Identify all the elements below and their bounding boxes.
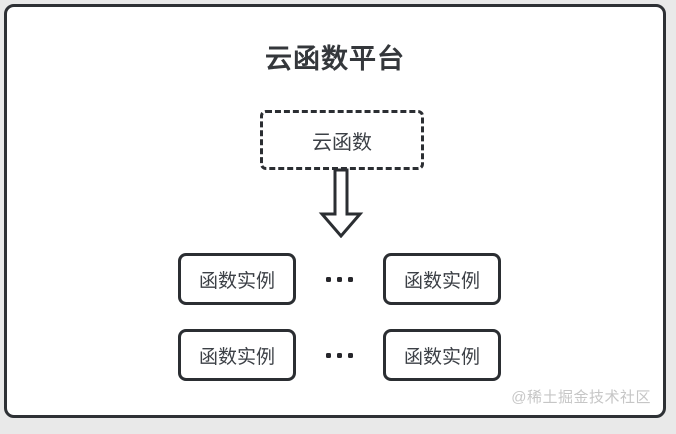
cloud-function-node: 云函数	[260, 110, 424, 170]
ellipsis-dot	[326, 276, 331, 282]
diagram-title: 云函数平台	[265, 44, 405, 74]
function-instance-node: 函数实例	[383, 329, 501, 381]
ellipsis-dots	[296, 253, 383, 305]
ellipsis-dot	[326, 352, 331, 358]
down-arrow-icon	[318, 168, 364, 238]
function-instance-label: 函数实例	[198, 270, 275, 292]
cloud-function-label: 云函数	[312, 131, 372, 154]
ellipsis-dot	[337, 276, 342, 282]
ellipsis-dot	[348, 352, 353, 358]
watermark: @稀土掘金技术社区	[511, 389, 651, 406]
ellipsis-dots	[296, 329, 383, 381]
ellipsis-dot	[348, 276, 353, 282]
function-instance-node: 函数实例	[178, 329, 296, 381]
function-instance-label: 函数实例	[403, 346, 480, 368]
function-instance-label: 函数实例	[198, 346, 275, 368]
ellipsis-dot	[337, 352, 342, 358]
function-instance-node: 函数实例	[178, 253, 296, 305]
diagram-card: 云函数平台 云函数 函数实例 函数实例 函数实例 函数实例 @稀土掘金技术社区	[4, 4, 666, 418]
function-instance-node: 函数实例	[383, 253, 501, 305]
function-instance-label: 函数实例	[403, 270, 480, 292]
